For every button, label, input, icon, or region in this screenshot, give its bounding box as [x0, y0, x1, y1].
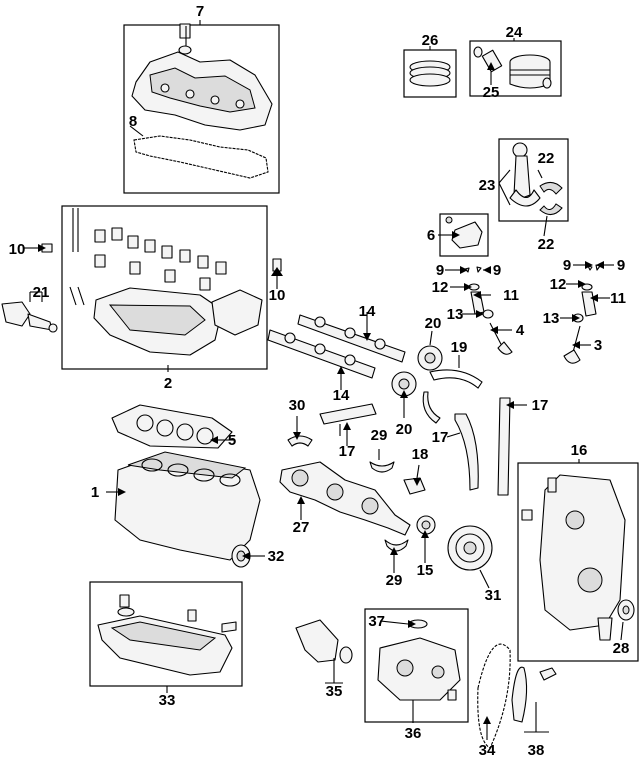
callout-22-bottom: 22 [538, 236, 555, 253]
callout-labels: 7 8 2 10 21 10 26 24 25 22 23 22 6 9 9 1… [9, 3, 630, 759]
crankshaft-part [279, 461, 411, 536]
callout-20-top: 20 [425, 315, 442, 332]
callout-5: 5 [228, 432, 236, 449]
oil-pan-part [97, 594, 237, 676]
callout-9-b: 9 [493, 262, 501, 279]
callout-27: 27 [293, 519, 310, 536]
callout-14-top: 14 [359, 303, 376, 320]
callout-8: 8 [129, 113, 137, 130]
oil-pump-box [364, 608, 469, 723]
callout-9-c: 9 [563, 257, 571, 274]
callout-9-d: 9 [617, 257, 625, 274]
valve-cover-part [131, 23, 273, 131]
vtc-actuator-part [445, 216, 483, 249]
callout-12-right: 12 [550, 276, 567, 293]
cylinder-head-part [69, 208, 282, 356]
valve-cover-gasket [133, 135, 269, 179]
engine-block-part [114, 451, 261, 561]
callout-12-left: 12 [432, 279, 449, 296]
callout-21: 21 [33, 284, 50, 301]
connecting-rod-part [509, 142, 563, 215]
callout-13-left: 13 [447, 306, 464, 323]
oil-strainer-part [295, 619, 353, 664]
callout-35: 35 [326, 683, 343, 700]
callout-32: 32 [268, 548, 285, 565]
chain-guide-small [319, 403, 377, 436]
bearing-part [369, 461, 395, 473]
oil-pan-box [89, 581, 243, 687]
piston-part [473, 46, 552, 89]
callout-33: 33 [159, 692, 176, 709]
callout-36: 36 [405, 725, 422, 742]
timing-chain-part [477, 643, 511, 749]
chain-guide-right [497, 397, 511, 496]
callout-37: 37 [368, 613, 385, 630]
valve-cover-box [123, 24, 280, 194]
callout-34: 34 [479, 742, 496, 759]
callout-20-bottom: 20 [396, 421, 413, 438]
connecting-rod-box [498, 138, 569, 222]
chain-tensioner-part [511, 666, 557, 723]
callout-2: 2 [164, 375, 172, 392]
callout-17-mid: 17 [432, 429, 449, 446]
callout-29-top: 29 [371, 427, 388, 444]
callout-28: 28 [613, 640, 630, 657]
callout-7: 7 [196, 3, 204, 20]
leader-arrows [38, 62, 604, 724]
callout-14-bottom: 14 [333, 387, 350, 404]
callout-3: 3 [594, 337, 602, 354]
callout-18: 18 [412, 446, 429, 463]
callout-38: 38 [528, 742, 545, 759]
callout-31: 31 [485, 587, 502, 604]
callout-16: 16 [571, 442, 588, 459]
piston-rings-part [409, 60, 451, 87]
callout-9-a: 9 [436, 262, 444, 279]
callout-4: 4 [516, 322, 525, 339]
piston-box [469, 40, 562, 97]
callout-17-left: 17 [339, 443, 356, 460]
oil-pump-part [377, 619, 461, 701]
seal-part [231, 544, 251, 568]
callout-11-left: 11 [503, 287, 519, 304]
callout-29-bottom: 29 [386, 572, 403, 589]
camshafts-part [267, 314, 406, 379]
tensioner-arm [454, 413, 479, 491]
crank-sprocket-part [416, 515, 436, 535]
callout-10-right: 10 [269, 287, 286, 304]
callout-10-left: 10 [9, 241, 26, 258]
chain-guide-part [429, 369, 483, 389]
callout-23: 23 [479, 177, 496, 194]
cylinder-head-box [61, 205, 268, 370]
thrust-washer-part [287, 435, 313, 447]
callout-17-right: 17 [532, 397, 549, 414]
sensor-part [1, 301, 58, 333]
callout-15: 15 [417, 562, 434, 579]
callout-11-right: 11 [610, 290, 626, 307]
bearing-lower-part [384, 539, 409, 552]
crank-pulley-part [447, 525, 493, 571]
callout-30: 30 [289, 397, 306, 414]
callout-6: 6 [427, 227, 435, 244]
callout-25: 25 [483, 84, 500, 101]
callout-26: 26 [422, 32, 439, 49]
valve-train-left [464, 266, 513, 355]
chain-guide-left [422, 391, 441, 424]
cam-sprocket-part [391, 345, 443, 397]
callout-19: 19 [451, 339, 468, 356]
crank-seal-part [617, 599, 635, 621]
timing-cover-box [517, 462, 639, 662]
rocker-arms [94, 227, 227, 291]
callout-22-top: 22 [538, 150, 555, 167]
leader-lines [24, 20, 624, 740]
callout-24: 24 [506, 24, 523, 41]
timing-cover-part [521, 474, 626, 641]
callout-1: 1 [91, 484, 99, 501]
callout-13-right: 13 [543, 310, 560, 327]
